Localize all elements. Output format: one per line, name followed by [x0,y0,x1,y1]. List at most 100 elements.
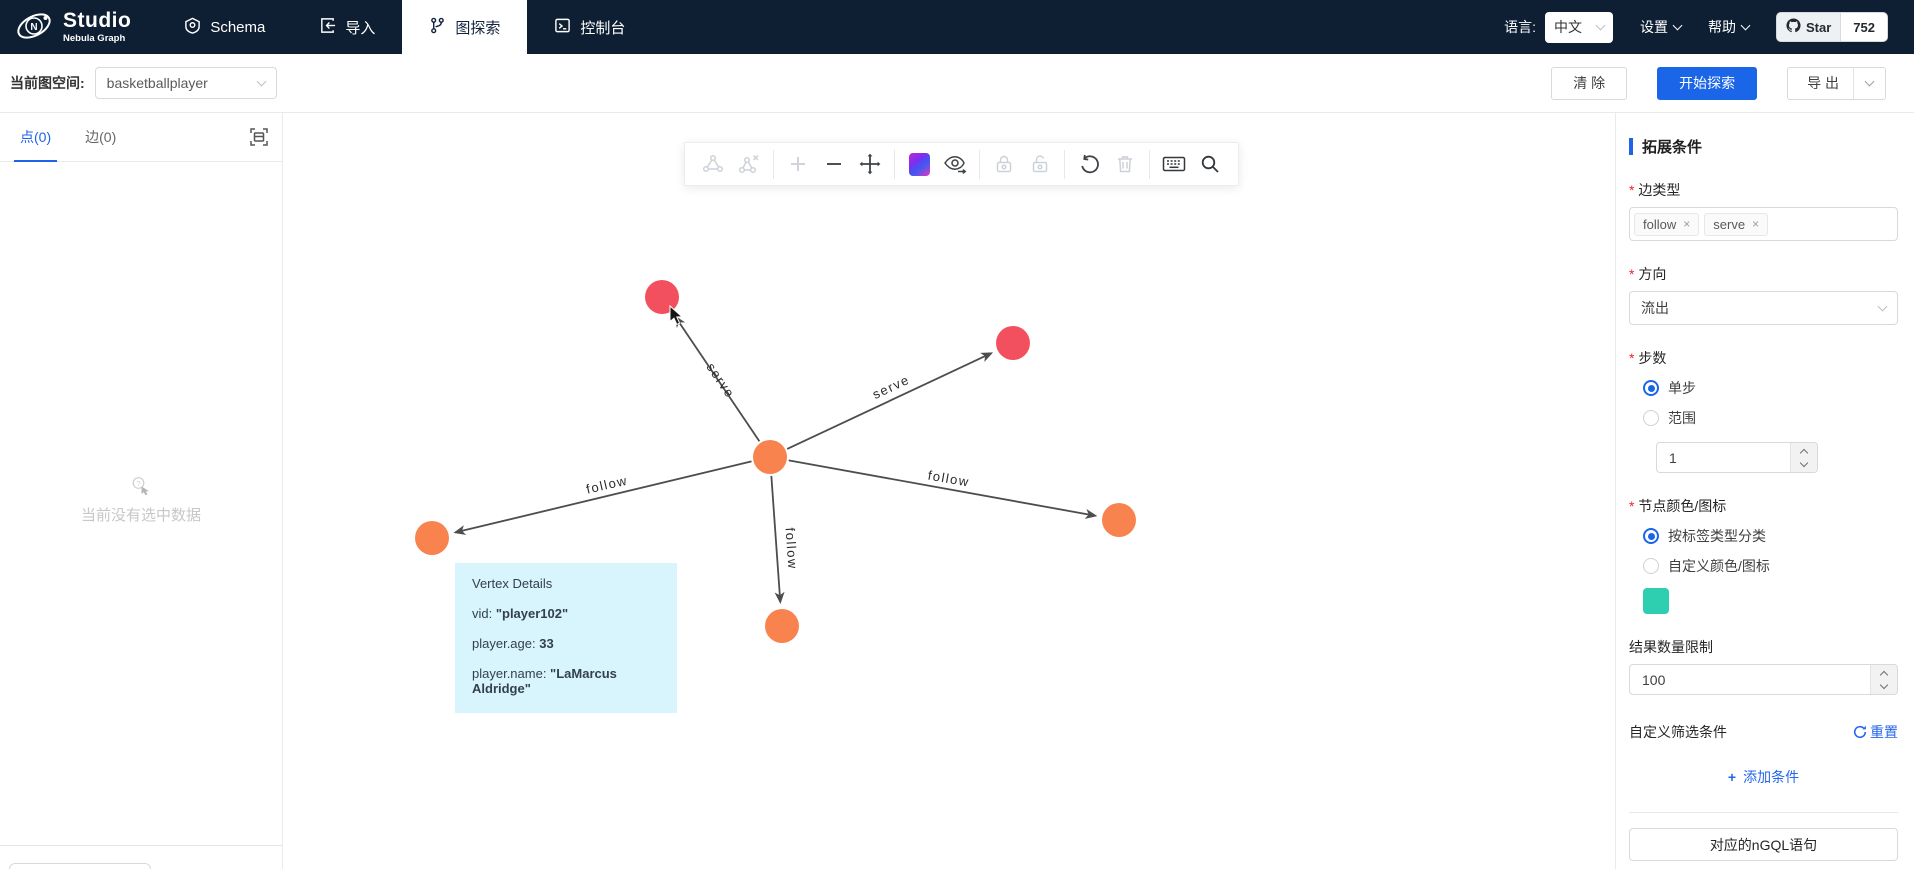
app-logo[interactable]: N Studio Nebula Graph [0,0,157,54]
radio-checked-icon[interactable] [1643,380,1659,396]
steps-option-range[interactable]: 范围 [1643,408,1898,428]
edge-tag-serve[interactable]: serve × [1704,212,1769,236]
graph-space-select[interactable]: basketballplayer [94,67,277,99]
add-condition-link[interactable]: +添加条件 [1629,767,1898,787]
tooltip-value: "player102" [495,606,569,621]
ngql-statement-button[interactable]: 对应的nGQL语句 [1629,828,1898,861]
graph-edge-follow[interactable] [788,459,1098,519]
graph-node[interactable] [415,521,449,555]
reload-icon [1853,725,1867,739]
panel-title: 拓展条件 [1642,139,1703,156]
reset-link[interactable]: 重置 [1853,722,1898,742]
lock-icon[interactable] [986,150,1022,178]
graph-node[interactable] [753,440,787,474]
result-limit-input[interactable]: 100 [1629,664,1898,695]
menu-item-schema[interactable]: Schema [157,0,292,54]
language-select[interactable]: 中文 [1545,11,1613,43]
divider [1149,149,1150,179]
graph-node[interactable] [645,280,679,314]
tag-label: serve [1713,216,1746,232]
zoom-out-icon[interactable] [816,150,852,178]
radio-unchecked-icon[interactable] [1643,410,1659,426]
menu-item-explore[interactable]: 图探索 [402,0,528,54]
search-icon[interactable] [1192,150,1228,178]
expansion-panel: 拓展条件 边类型 follow × serve × 方向 流出 步数 单步 范围… [1615,113,1914,869]
graph-explore-icon [429,17,446,38]
main-menu: Schema 导入 图探索 [157,0,652,54]
edge-label[interactable]: serve [704,360,738,401]
remove-tag-icon[interactable]: × [1752,217,1760,231]
radio-unchecked-icon[interactable] [1643,558,1659,574]
result-limit-label: 结果数量限制 [1629,639,1713,655]
stepper-up-icon[interactable] [1799,448,1809,457]
radio-checked-icon[interactable] [1643,528,1659,544]
settings-dropdown[interactable]: 设置 [1640,17,1683,37]
divider [1629,812,1898,813]
custom-color-swatch[interactable] [1643,588,1669,614]
menu-item-console[interactable]: 控制台 [527,0,652,54]
clear-button[interactable]: 清 除 [1551,66,1628,100]
radio-label: 单步 [1668,380,1696,396]
rollback-view-icon[interactable] [937,150,973,178]
expand-graph-icon[interactable] [695,150,731,178]
edge-type-multiselect[interactable]: follow × serve × [1629,207,1898,241]
graph-node[interactable] [1102,503,1136,537]
chevron-down-icon [1595,20,1606,31]
color-picker-swatch[interactable] [901,150,937,178]
stepper-down-icon[interactable] [1879,680,1889,689]
github-star-button[interactable]: Star [1777,13,1842,41]
zoom-in-icon[interactable] [780,150,816,178]
footer-select[interactable] [9,863,151,869]
graph-edge-follow[interactable] [453,460,752,535]
keyboard-shortcuts-icon[interactable] [1156,150,1192,178]
undo-icon[interactable] [1071,150,1107,178]
tooltip-value: 33 [539,636,554,651]
graph-edge-follow[interactable] [770,475,785,605]
remove-tag-icon[interactable]: × [1683,217,1691,231]
empty-selection-state: ? 当前没有选中数据 [0,476,282,525]
github-star-widget[interactable]: Star 752 [1776,12,1888,42]
subheader: 当前图空间: basketballplayer 清 除 开始探索 导 出 [0,54,1914,113]
menu-item-import[interactable]: 导入 [292,0,402,54]
tooltip-key: vid: [472,606,496,621]
edge-tag-follow[interactable]: follow × [1634,212,1700,236]
steps-number-input[interactable]: 1 [1656,442,1818,473]
steps-option-single[interactable]: 单步 [1643,378,1898,398]
divider [1853,67,1854,99]
graph-edge-serve[interactable] [786,352,994,450]
start-explore-button[interactable]: 开始探索 [1657,66,1758,100]
stepper-up-icon[interactable] [1879,670,1889,679]
tooltip-row: vid: "player102" [472,606,660,621]
menu-item-label: Schema [210,18,266,36]
number-stepper[interactable] [1790,443,1817,472]
tab-vertices[interactable]: 点(0) [13,113,58,162]
graph-edge-serve[interactable] [674,315,761,442]
select-frame-icon[interactable] [249,127,269,150]
trash-icon[interactable] [1107,150,1143,178]
tooltip-row: player.name: "LaMarcus Aldridge" [472,666,660,696]
direction-select[interactable]: 流出 [1629,291,1898,325]
number-stepper[interactable] [1870,665,1897,694]
move-icon[interactable] [852,150,888,178]
export-button[interactable]: 导 出 [1787,66,1886,100]
custom-filter-row: 自定义筛选条件 重置 [1629,722,1898,742]
reset-label: 重置 [1870,724,1898,740]
github-star-count[interactable]: 752 [1853,19,1875,35]
edge-label[interactable]: follow [927,468,971,490]
unlock-icon[interactable] [1022,150,1058,178]
color-option-by-tag[interactable]: 按标签类型分类 [1643,526,1898,546]
collapse-graph-icon[interactable] [731,150,767,178]
help-dropdown[interactable]: 帮助 [1708,17,1751,37]
color-option-custom[interactable]: 自定义颜色/图标 [1643,556,1898,576]
divider [1064,149,1065,179]
graph-node[interactable] [765,609,799,643]
mouse-cursor-icon [669,304,684,326]
svg-text:N: N [30,22,37,33]
edge-label[interactable]: serve [870,372,912,402]
graph-node[interactable] [996,326,1030,360]
edge-label[interactable]: follow [783,527,801,570]
stepper-down-icon[interactable] [1799,458,1809,467]
tab-edges[interactable]: 边(0) [85,129,117,145]
